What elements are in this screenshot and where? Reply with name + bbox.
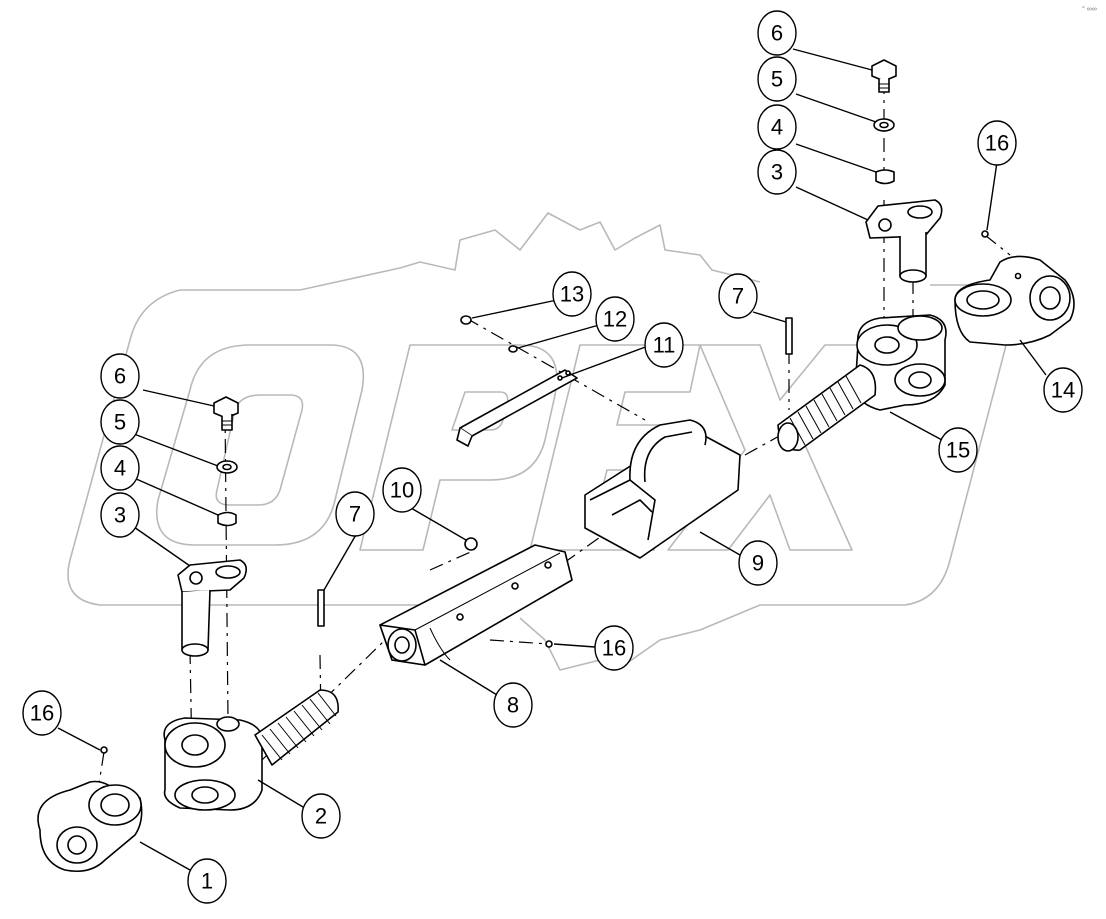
svg-text:10: 10 — [390, 478, 414, 503]
part-15-upper-clevis — [777, 314, 947, 452]
part-13-screw — [460, 315, 472, 325]
callout-12: 12 — [595, 296, 635, 342]
svg-text:5: 5 — [771, 67, 783, 92]
callout-leaders — [57, 48, 1047, 871]
watermark-letter-p — [359, 344, 558, 551]
callout-5-left: 5 — [100, 399, 140, 445]
part-9-handle-bracket — [584, 419, 741, 559]
callout-7-right: 7 — [718, 273, 758, 319]
part-8-hex-tube — [379, 537, 573, 666]
part-5-left-washer — [216, 460, 238, 474]
svg-text:2: 2 — [315, 804, 327, 829]
part-14-upper-ball-joint — [954, 230, 1075, 346]
part-3-right-pin — [865, 199, 943, 283]
callout-5-right: 5 — [757, 56, 797, 102]
assembly-centerlines — [97, 80, 1011, 791]
part-16-grease-fitting-mid — [545, 640, 553, 648]
callout-4-right: 4 — [757, 104, 797, 150]
part-11-lock-plate — [456, 369, 578, 447]
callout-15: 15 — [938, 427, 978, 473]
part-16-grease-fitting-lower — [100, 746, 108, 754]
svg-text:12: 12 — [603, 307, 627, 332]
part-7-left-roll-pin — [317, 589, 325, 627]
part-6-right-bolt — [871, 59, 897, 93]
part-12-washer — [508, 345, 518, 353]
callout-1: 1 — [187, 858, 227, 904]
part-6-left-bolt — [213, 396, 239, 431]
svg-text:3: 3 — [771, 160, 783, 185]
callout-11: 11 — [644, 322, 684, 368]
part-4-right-bushing — [875, 169, 895, 185]
part-2-lower-clevis — [163, 689, 339, 811]
callout-3-right: 3 — [757, 149, 797, 195]
callout-2: 2 — [301, 793, 341, 839]
part-1-lower-ball-joint — [37, 746, 143, 873]
svg-text:14: 14 — [1051, 378, 1075, 403]
callout-16-mid: 16 — [594, 625, 634, 671]
part-4-left-bushing — [217, 511, 237, 527]
corner-mark: ° ∞∞ — [1082, 5, 1097, 13]
watermark-letter-o — [156, 344, 364, 546]
svg-text:15: 15 — [946, 438, 970, 463]
part-16-grease-fitting-upper — [981, 230, 989, 238]
callout-14: 14 — [1043, 367, 1083, 413]
svg-text:3: 3 — [114, 503, 126, 528]
part-10-plug — [464, 537, 478, 551]
svg-text:4: 4 — [114, 456, 126, 481]
callout-10: 10 — [382, 467, 422, 513]
callout-7-left: 7 — [335, 491, 375, 537]
svg-text:16: 16 — [602, 636, 626, 661]
svg-text:13: 13 — [560, 282, 584, 307]
callout-16-lower: 16 — [22, 690, 62, 736]
svg-text:16: 16 — [30, 701, 54, 726]
part-3-left-pin — [177, 559, 248, 657]
svg-text:11: 11 — [653, 333, 676, 358]
svg-text:9: 9 — [752, 551, 764, 576]
svg-text:4: 4 — [771, 115, 783, 140]
svg-text:1: 1 — [201, 869, 213, 894]
callout-6-right: 6 — [757, 10, 797, 56]
callout-3-left: 3 — [100, 492, 140, 538]
svg-text:6: 6 — [771, 21, 783, 46]
callout-9: 9 — [738, 540, 778, 586]
callout-13: 13 — [552, 271, 592, 317]
svg-text:8: 8 — [507, 693, 519, 718]
svg-text:7: 7 — [349, 502, 361, 527]
svg-text:6: 6 — [114, 364, 126, 389]
callout-8: 8 — [493, 682, 533, 728]
callout-4-left: 4 — [100, 445, 140, 491]
svg-text:5: 5 — [114, 410, 126, 435]
part-7-right-roll-pin — [785, 317, 793, 355]
callout-16-upper: 16 — [977, 120, 1017, 166]
callout-6-left: 6 — [100, 353, 140, 399]
svg-text:16: 16 — [985, 131, 1009, 156]
svg-text:7: 7 — [732, 284, 744, 309]
part-5-right-washer — [873, 118, 895, 132]
